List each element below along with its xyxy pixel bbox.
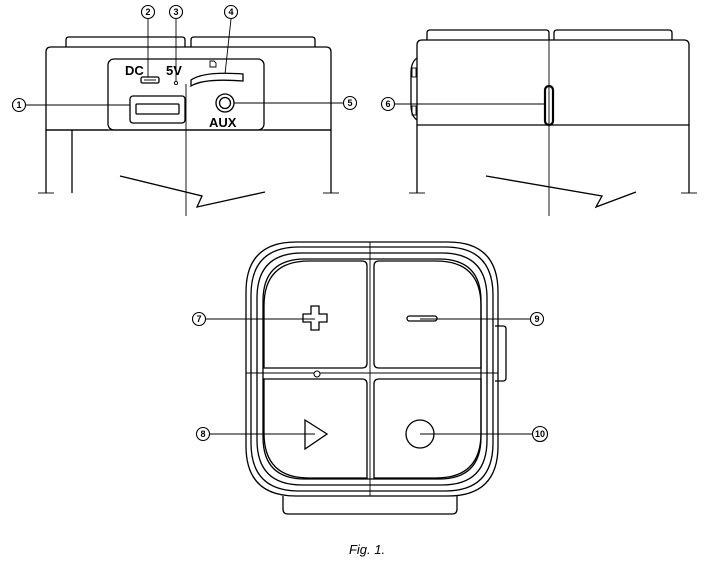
callout-1: 1 bbox=[11, 97, 27, 113]
top-view bbox=[206, 241, 532, 515]
side-bump bbox=[410, 57, 418, 121]
callout-4: 4 bbox=[223, 4, 239, 20]
callout-5: 5 bbox=[342, 95, 358, 111]
front-body-outline bbox=[45, 46, 332, 131]
callout-10: 10 bbox=[531, 425, 549, 443]
mic-hole bbox=[313, 370, 321, 378]
callout-8: 8 bbox=[195, 426, 211, 442]
svg-text:9: 9 bbox=[534, 314, 539, 324]
button-function bbox=[373, 378, 482, 479]
bottom-foot bbox=[282, 496, 458, 515]
volt-label: 5V bbox=[166, 63, 182, 78]
svg-text:10: 10 bbox=[535, 429, 545, 439]
front-lower-housing bbox=[45, 129, 332, 193]
callout-2: 2 bbox=[140, 4, 156, 20]
svg-text:8: 8 bbox=[200, 429, 205, 439]
front-top-pad-right bbox=[190, 36, 316, 47]
outer-body bbox=[245, 241, 499, 497]
side-top-pad-left bbox=[426, 29, 550, 40]
svg-text:3: 3 bbox=[173, 7, 178, 17]
front-top-pad-left bbox=[65, 36, 186, 47]
button-volume-down bbox=[373, 260, 482, 369]
front-view: DC 5V AUX bbox=[25, 18, 343, 216]
micro-usb-port bbox=[140, 76, 160, 84]
side-top-pad-right bbox=[553, 29, 673, 40]
aux-jack-inner bbox=[218, 96, 232, 110]
outer-ring-2 bbox=[250, 246, 494, 492]
figure-caption: Fig. 1. bbox=[349, 542, 385, 557]
side-break-line bbox=[485, 175, 637, 209]
svg-text:7: 7 bbox=[196, 314, 201, 324]
outer-ring-4 bbox=[262, 258, 482, 480]
side-tab bbox=[495, 325, 507, 382]
callout-3: 3 bbox=[168, 4, 184, 20]
usb-a-port bbox=[129, 95, 186, 124]
button-volume-up bbox=[263, 260, 368, 369]
aux-jack-outer bbox=[215, 93, 235, 113]
callout-9: 9 bbox=[529, 311, 545, 327]
outer-ring-3 bbox=[256, 252, 488, 486]
callout-7: 7 bbox=[191, 311, 207, 327]
button-play bbox=[263, 378, 368, 479]
svg-text:6: 6 bbox=[385, 99, 390, 109]
plus-icon bbox=[302, 305, 328, 331]
front-break-line bbox=[119, 175, 266, 208]
play-icon bbox=[304, 418, 329, 451]
minus-icon bbox=[406, 315, 438, 322]
side-lower-housing bbox=[416, 125, 690, 193]
dc-label: DC bbox=[125, 63, 144, 78]
sd-card-icon bbox=[209, 60, 217, 68]
callout-6: 6 bbox=[380, 96, 396, 112]
aux-label: AUX bbox=[209, 115, 237, 130]
svg-text:1: 1 bbox=[16, 100, 21, 110]
svg-text:2: 2 bbox=[145, 7, 150, 17]
side-body-outline bbox=[416, 39, 690, 126]
side-view bbox=[395, 29, 697, 216]
led-indicator bbox=[173, 80, 179, 86]
svg-text:5: 5 bbox=[347, 98, 352, 108]
sd-card-slot bbox=[190, 72, 244, 88]
svg-text:4: 4 bbox=[228, 7, 233, 17]
